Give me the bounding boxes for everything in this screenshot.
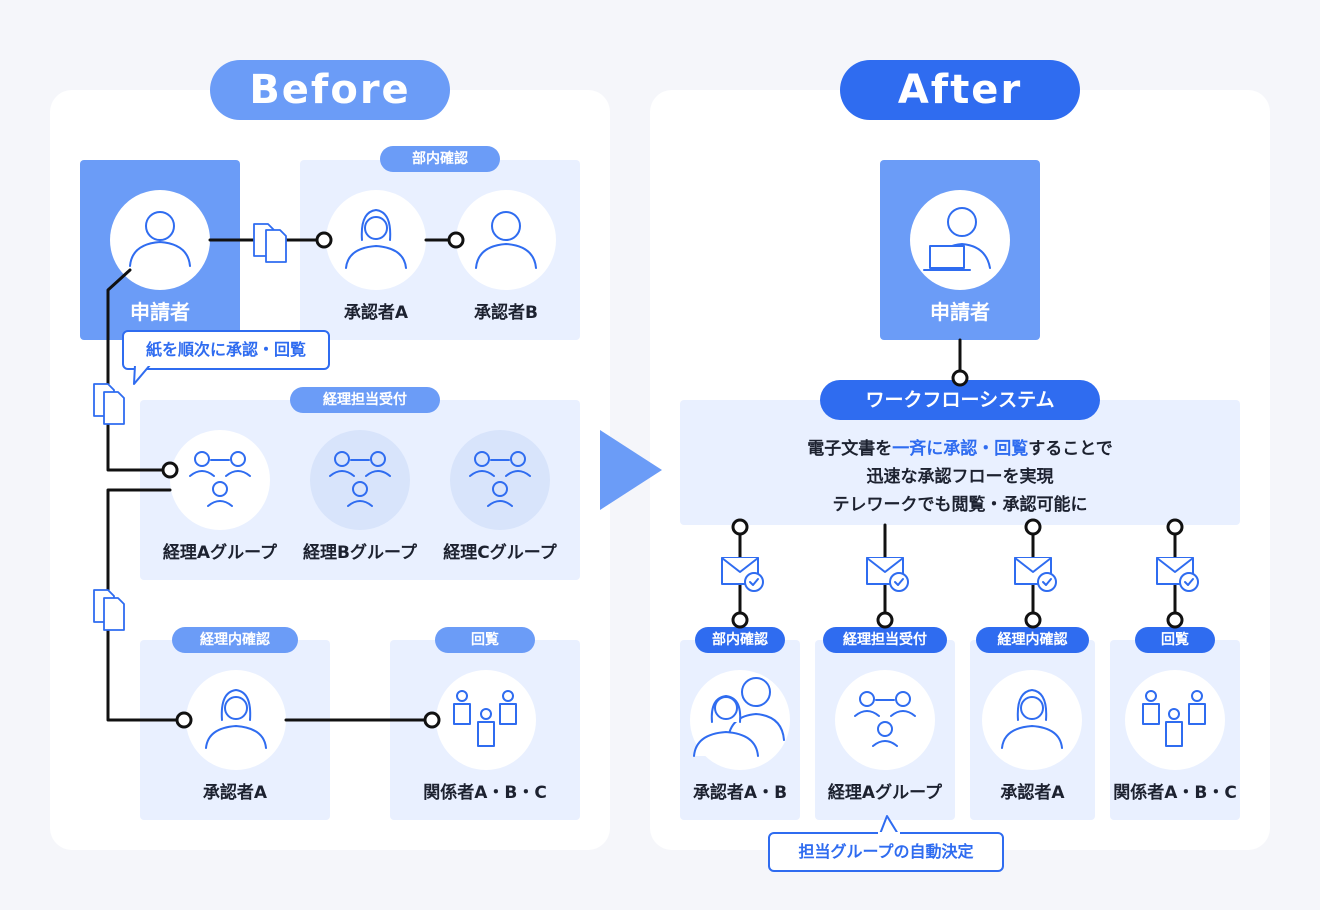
after-card-avatar (690, 670, 790, 770)
group-a-avatar (170, 430, 270, 530)
group-c-label: 経理Cグループ (443, 543, 557, 563)
workflow-desc-line3: テレワークでも閲覧・承認可能に (832, 495, 1088, 515)
after-card-tag: 回覧 (1135, 627, 1215, 653)
accounting-check-tag: 経理内確認 (172, 627, 298, 653)
after-callout: 担当グループの自動決定 (768, 832, 1004, 872)
desc-line1-c: することで (1028, 439, 1113, 459)
accounting-tag: 経理担当受付 (290, 387, 440, 413)
after-card-label: 関係者A・B・C (1113, 783, 1237, 803)
workflow-system-tag: ワークフローシステム (820, 380, 1100, 420)
stakeholders-avatar (436, 670, 536, 770)
before-callout: 紙を順次に承認・回覧 (122, 330, 330, 370)
approver-b-avatar (456, 190, 556, 290)
group-b-label: 経理Bグループ (303, 543, 417, 563)
group-b-avatar (310, 430, 410, 530)
after-card-avatar (1125, 670, 1225, 770)
circulation-tag: 回覧 (435, 627, 535, 653)
group-a-label: 経理Aグループ (162, 543, 278, 563)
approver-a2-label: 承認者A (202, 783, 268, 803)
approver-a-avatar (326, 190, 426, 290)
dept-check-tag: 部内確認 (380, 146, 500, 172)
approver-a-label: 承認者A (343, 303, 409, 323)
after-title: After (840, 60, 1080, 120)
stakeholders-label: 関係者A・B・C (423, 783, 547, 803)
after-card-tag: 部内確認 (695, 627, 785, 653)
desc-line1-a: 電子文書を (807, 439, 893, 459)
after-card-label: 承認者A・B (692, 783, 788, 803)
workflow-desc-line1: 電子文書を一斉に承認・回覧することで (680, 434, 1240, 459)
workflow-desc-line2: 迅速な承認フローを実現 (866, 467, 1054, 487)
after-card-tag: 経理内確認 (976, 627, 1089, 653)
after-card-avatar (835, 670, 935, 770)
after-applicant-avatar (910, 190, 1010, 290)
before-applicant-avatar (110, 190, 210, 290)
approver-b-label: 承認者B (474, 303, 538, 323)
before-applicant-label: 申請者 (130, 300, 190, 324)
after-card-tag: 経理担当受付 (823, 627, 947, 653)
after-card-label: 経理Aグループ (827, 783, 943, 803)
workflow-box (680, 400, 1240, 525)
desc-line1-b: 一斉に承認・回覧 (892, 439, 1029, 459)
after-applicant-label: 申請者 (930, 300, 990, 324)
group-c-avatar (450, 430, 550, 530)
after-card-label: 承認者A (1000, 783, 1065, 803)
approver-a2-avatar (186, 670, 286, 770)
after-card-avatar (982, 670, 1082, 770)
before-title: Before (210, 60, 450, 120)
